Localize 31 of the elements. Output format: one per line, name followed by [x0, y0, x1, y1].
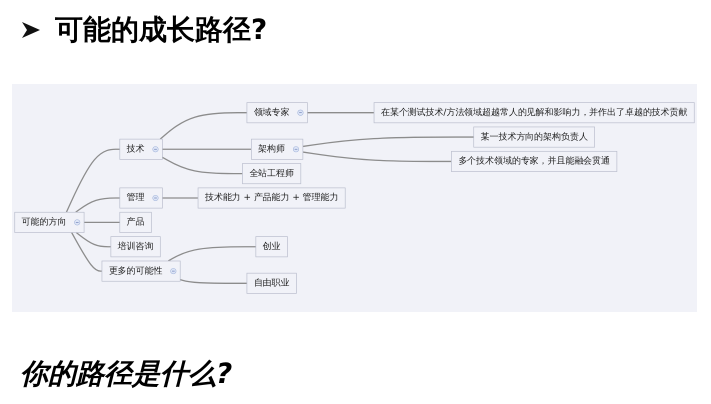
topic-node: 更多的可能性	[102, 260, 181, 282]
question-text: 你的路径是什么?	[20, 356, 232, 392]
branch-line	[71, 232, 102, 272]
topic-node: 技术	[119, 138, 163, 160]
branch-line	[302, 151, 452, 162]
topic-node: 可能的方向	[14, 212, 84, 233]
branch-line	[75, 197, 120, 213]
branch-line	[180, 279, 247, 284]
branch-line	[66, 148, 120, 213]
title: 可能的成长路径?	[55, 12, 268, 48]
topic-node: 自由职业	[246, 272, 297, 294]
branch-line	[76, 232, 111, 248]
branch-line	[162, 197, 198, 199]
branch-line	[162, 156, 242, 174]
topic-node: 产品	[119, 212, 152, 233]
topic-node: 在某个测试技术/方法领域超越常人的见解和影响力，并作出了卓越的技术贡献	[374, 102, 695, 124]
topic-node: 某一技术方向的架构负责人	[473, 126, 595, 148]
topic-node: 创业	[256, 236, 288, 258]
topic-node: 架构师	[251, 138, 304, 160]
branch-line	[307, 112, 374, 114]
topic-node: 培训咨询	[110, 236, 161, 258]
topic-node: 全站工程师	[242, 163, 302, 184]
branch-line	[302, 136, 474, 148]
topic-node: 领域专家	[246, 102, 308, 124]
branch-line	[84, 222, 120, 224]
branch-line	[160, 112, 247, 140]
topic-node: 管理	[119, 188, 163, 208]
branch-line	[168, 246, 256, 262]
topic-node: 多个技术领域的专家，并且能融会贯通	[451, 150, 618, 172]
branch-line	[162, 148, 252, 150]
topic-node: 技术能力 + 产品能力 + 管理能力	[198, 188, 346, 208]
